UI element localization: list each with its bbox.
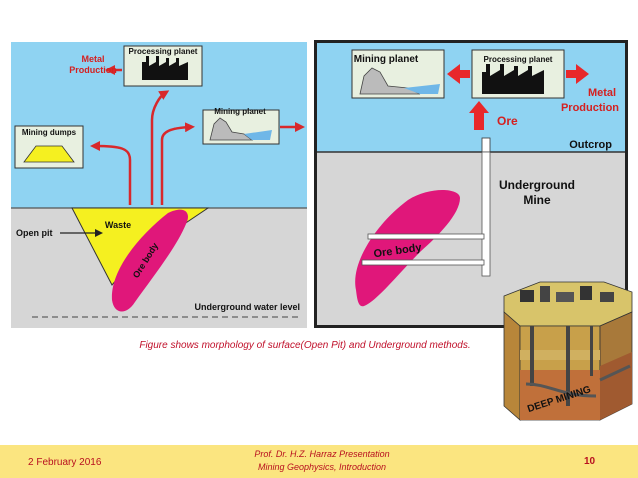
arrow-ore-up: [469, 101, 489, 130]
footer-author: Prof. Dr. H.Z. Harraz Presentation Minin…: [222, 448, 422, 474]
outcrop-label: Outcrop: [569, 139, 612, 151]
arrow-to-processing: [150, 90, 170, 205]
mining-plant-box-left: [202, 109, 280, 145]
arrow-to-dumps: [90, 141, 132, 205]
arrow-to-metal-right: [566, 64, 589, 84]
production-label-right: Production: [561, 102, 619, 114]
processing-plant-label-left: Processing planet: [129, 47, 198, 56]
open-pit-label: Open pit: [16, 228, 53, 238]
mining-methods-diagram: Metal Production Processing planet Minin…: [11, 40, 633, 421]
figure-caption: Figure shows morphology of surface(Open …: [139, 340, 471, 351]
slide-footer: 2 February 2016 Prof. Dr. H.Z. Harraz Pr…: [0, 445, 638, 478]
processing-plant-box-right: [471, 49, 565, 99]
deep-mining-illustration: DEEP MINING: [503, 281, 633, 421]
open-pit-panel: Metal Production Processing planet Minin…: [11, 42, 307, 328]
footer-author-line2: Mining Geophysics, Introduction: [257, 462, 387, 472]
processing-plant-label-right: Processing planet: [484, 55, 553, 64]
headframe: [481, 137, 491, 153]
dump-heap-icon: [23, 145, 75, 163]
factory-icon-right: [482, 64, 544, 94]
waste-label: Waste: [105, 220, 131, 230]
mine-shaft: [481, 151, 491, 277]
page-number: 10: [584, 456, 596, 467]
deep-mining-left-face: [503, 311, 521, 421]
water-level-label: Underground water level: [194, 302, 300, 312]
mining-dumps-label: Mining dumps: [22, 128, 77, 137]
footer-date: 2 February 2016: [28, 457, 102, 468]
metal-label-right: Metal: [588, 87, 616, 99]
arrow-to-mining-plant-right: [447, 64, 470, 84]
underground-label: Underground: [499, 178, 575, 192]
lower-drift: [361, 259, 485, 266]
mining-plant-label-right: Mining planet: [354, 54, 419, 65]
mining-plant-label-left: Mining planet: [214, 107, 266, 116]
arrow-to-mining-plant: [160, 122, 195, 205]
ore-label-right: Ore: [497, 114, 518, 128]
footer-author-line1: Prof. Dr. H.Z. Harraz Presentation: [254, 449, 390, 459]
mining-dumps-box: [14, 125, 84, 169]
metal-label-left: Metal: [81, 54, 104, 64]
factory-icon-left: [142, 56, 188, 80]
ore-body-right: [355, 190, 460, 307]
deep-mining-top: [503, 281, 633, 327]
mining-plant-box-right: [351, 49, 445, 99]
production-label-left: Production: [69, 65, 117, 75]
processing-plant-box-left: [123, 45, 203, 87]
ore-body-left: [111, 209, 188, 312]
upper-drift: [367, 233, 485, 240]
mine-label: Mine: [523, 193, 551, 207]
